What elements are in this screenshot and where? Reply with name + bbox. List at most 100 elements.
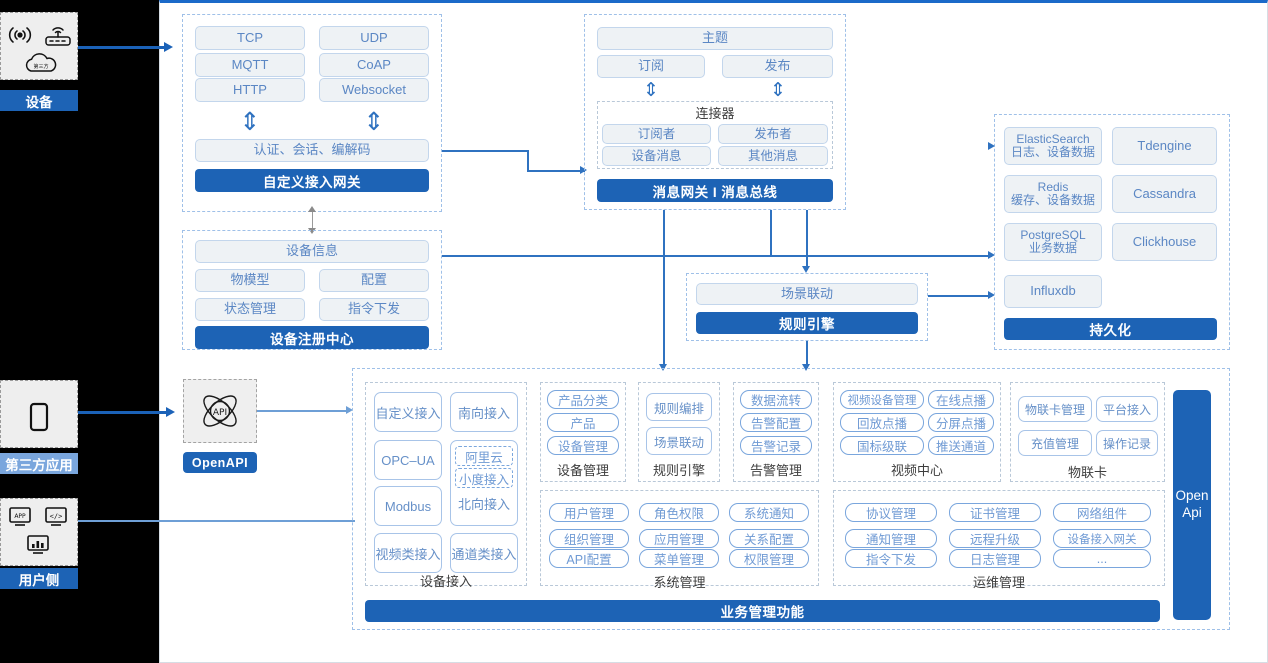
iotcard-oplog[interactable]: 操作记录 <box>1096 430 1158 456</box>
ops-access-gw[interactable]: 设备接入网关 <box>1053 529 1151 548</box>
protocol-udp[interactable]: UDP <box>319 26 429 50</box>
video-push-channel[interactable]: 推送通道 <box>928 436 994 455</box>
registry-command-dispatch[interactable]: 指令下发 <box>319 298 429 321</box>
iotcard-mgmt[interactable]: 物联卡管理 <box>1018 396 1092 422</box>
devmgmt-device-manage[interactable]: 设备管理 <box>547 436 619 455</box>
alarm-records[interactable]: 告警记录 <box>740 436 812 455</box>
alarm-mgmt-group <box>733 382 819 482</box>
rule-orchestration[interactable]: 规则编排 <box>646 393 712 421</box>
connector-device-msg[interactable]: 设备消息 <box>602 146 711 166</box>
ops-mgmt-group <box>833 490 1165 586</box>
alarm-config[interactable]: 告警配置 <box>740 413 812 432</box>
video-live[interactable]: 在线点播 <box>928 390 994 409</box>
ops-log[interactable]: 日志管理 <box>949 549 1041 568</box>
iotcard-platform[interactable]: 平台接入 <box>1096 396 1158 422</box>
access-opcua[interactable]: OPC–UA <box>374 440 442 480</box>
store-cassandra[interactable]: Cassandra <box>1112 175 1217 213</box>
video-playback[interactable]: 回放点播 <box>840 413 924 432</box>
protocol-tcp[interactable]: TCP <box>195 26 305 50</box>
ops-protocol[interactable]: 协议管理 <box>845 503 937 522</box>
messagebus-bar[interactable]: 消息网关 I 消息总线 <box>597 179 833 202</box>
devmgmt-product-category[interactable]: 产品分类 <box>547 390 619 409</box>
connector-publisher[interactable]: 发布者 <box>718 124 828 144</box>
sys-api-config[interactable]: API配置 <box>549 549 629 568</box>
device-access-group <box>365 382 527 586</box>
store-influxdb[interactable]: Influxdb <box>1004 275 1102 308</box>
persistence-bar[interactable]: 持久化 <box>1004 318 1217 340</box>
ops-ota[interactable]: 远程升级 <box>949 529 1041 548</box>
access-modbus[interactable]: Modbus <box>374 486 442 526</box>
video-center-caption: 视频中心 <box>890 462 943 478</box>
sys-user-mgmt[interactable]: 用户管理 <box>549 503 629 522</box>
device-to-gateway-line <box>78 46 166 49</box>
access-custom[interactable]: 自定义接入 <box>374 392 442 432</box>
bus-to-rule-line <box>806 210 808 270</box>
video-gb-cascade[interactable]: 国标级联 <box>840 436 924 455</box>
gateway-auth-session-codec[interactable]: 认证、会话、编解码 <box>195 139 429 162</box>
ops-network[interactable]: 网络组件 <box>1053 503 1151 522</box>
devmgmt-product[interactable]: 产品 <box>547 413 619 432</box>
video-device-mgmt[interactable]: 视频设备管理 <box>840 390 924 409</box>
business-bar[interactable]: 业务管理功能 <box>365 600 1160 622</box>
video-split[interactable]: 分屏点播 <box>928 413 994 432</box>
store-tdengine[interactable]: Tdengine <box>1112 127 1217 165</box>
iotcard-recharge[interactable]: 充值管理 <box>1018 430 1092 456</box>
connector-other-msg[interactable]: 其他消息 <box>718 146 828 166</box>
protocol-coap[interactable]: CoAP <box>319 53 429 77</box>
sys-role-perm[interactable]: 角色权限 <box>639 503 719 522</box>
sys-menu-mgmt[interactable]: 菜单管理 <box>639 549 719 568</box>
registry-bar[interactable]: 设备注册中心 <box>195 326 429 349</box>
store-clickhouse[interactable]: Clickhouse <box>1112 223 1217 261</box>
connector-group <box>597 101 833 169</box>
sys-app-mgmt[interactable]: 应用管理 <box>639 529 719 548</box>
sys-relation[interactable]: 关系配置 <box>729 529 809 548</box>
store-redis[interactable]: Redis 缓存、设备数据 <box>1004 175 1102 213</box>
store-elasticsearch[interactable]: ElasticSearch 日志、设备数据 <box>1004 127 1102 165</box>
protocol-mqtt[interactable]: MQTT <box>195 53 305 77</box>
access-aliyun[interactable]: 阿里云 <box>455 446 513 466</box>
protocol-http[interactable]: HTTP <box>195 78 305 102</box>
persistence-group <box>994 114 1230 350</box>
rule-engine-panel-group <box>638 382 720 482</box>
connector-subscriber[interactable]: 订阅者 <box>602 124 711 144</box>
openapi-label-bar[interactable]: OpenAPI <box>183 452 257 473</box>
bus-publish[interactable]: 发布 <box>722 55 833 78</box>
bus-to-business-line <box>663 210 665 368</box>
registry-group <box>182 230 442 350</box>
gateway-bar[interactable]: 自定义接入网关 <box>195 169 429 192</box>
protocol-websocket[interactable]: Websocket <box>319 78 429 102</box>
access-xiaodu[interactable]: 小度接入 <box>455 468 513 488</box>
gateway-to-bus-line-h2 <box>527 170 585 172</box>
gateway-registry-arrow-down <box>308 228 316 234</box>
openapi-icon-box: API <box>183 379 257 443</box>
store-postgresql[interactable]: PostgreSQL 业务数据 <box>1004 223 1102 261</box>
rule-scene-linkage[interactable]: 场景联动 <box>696 283 918 305</box>
access-channel[interactable]: 通道类接入 <box>450 533 518 573</box>
rule-scene[interactable]: 场景联动 <box>646 427 712 455</box>
business-group <box>352 368 1230 630</box>
sys-org-mgmt[interactable]: 组织管理 <box>549 529 629 548</box>
registry-config[interactable]: 配置 <box>319 269 429 292</box>
persistence-inflow-arrow-top <box>988 142 995 150</box>
ops-command[interactable]: 指令下发 <box>845 549 937 568</box>
bus-subscribe[interactable]: 订阅 <box>597 55 705 78</box>
openapi-vertical-bar[interactable]: Open Api <box>1173 390 1211 620</box>
registry-state-mgmt[interactable]: 状态管理 <box>195 298 305 321</box>
ops-cert[interactable]: 证书管理 <box>949 503 1041 522</box>
sys-perm-mgmt[interactable]: 权限管理 <box>729 549 809 568</box>
sys-notice[interactable]: 系统通知 <box>729 503 809 522</box>
ops-notify[interactable]: 通知管理 <box>845 529 937 548</box>
openapi-to-business-arrow <box>346 406 353 414</box>
access-southbound[interactable]: 南向接入 <box>450 392 518 432</box>
ops-more[interactable]: ... <box>1053 549 1151 568</box>
alarm-data-flow[interactable]: 数据流转 <box>740 390 812 409</box>
registry-thing-model[interactable]: 物模型 <box>195 269 305 292</box>
access-video[interactable]: 视频类接入 <box>374 533 442 573</box>
bus-topic[interactable]: 主题 <box>597 27 833 50</box>
registry-device-info[interactable]: 设备信息 <box>195 240 429 263</box>
video-center-group <box>833 382 1001 482</box>
store-postgresql-desc: 业务数据 <box>1028 241 1077 255</box>
dashboard-icon <box>23 532 53 558</box>
rule-engine-bar[interactable]: 规则引擎 <box>696 312 918 334</box>
